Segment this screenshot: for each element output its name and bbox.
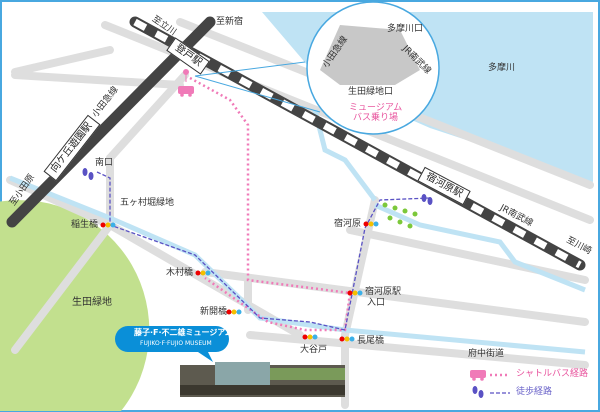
south-exit-label: 南口: [95, 158, 114, 168]
legend-walk-label: 徒歩経路: [516, 387, 553, 397]
legend-bus-icon: [470, 370, 486, 381]
park-trees: [382, 202, 418, 229]
gokamura-park-label: 五ヶ村堀緑地: [120, 198, 175, 208]
inou-bridge-label: 稲生橋: [71, 220, 99, 230]
museum-bus-stop-icon: [183, 69, 189, 82]
ikuta-park-label: 生田緑地: [72, 297, 112, 308]
legend-shuttle-label: シャトルバス経路: [516, 369, 589, 379]
inset-ikuta-exit-label: 生田緑地口: [348, 87, 394, 97]
streams: [9, 109, 586, 355]
shukugawara-label: 宿河原: [334, 219, 362, 229]
footprints-icon: [82, 168, 433, 205]
museum-building: [180, 362, 345, 397]
fuchu-kaido-label: 府中街道: [468, 349, 505, 359]
inset-circle: [194, 1, 440, 135]
ikuta-park-area: [0, 200, 150, 411]
inset-bus-stop-label-2: バス乗り場: [353, 113, 399, 123]
museum-logo-sub: FUJIKO·F·FUJIO MUSEUM: [140, 340, 212, 347]
legend-footprints-icon: [472, 386, 484, 398]
walking-route: [96, 171, 431, 331]
shinkai-bridge-label: 新開橋: [200, 307, 228, 317]
shuttle-bus-route: [189, 76, 352, 332]
inset-bus-stop-label-1: ミュージアム: [349, 103, 403, 113]
bus-icon: [178, 86, 194, 97]
nagao-bridge-label: 長尾橋: [357, 336, 385, 346]
to-shinjuku-label: 至新宿: [216, 17, 244, 27]
museum-logo-bubble: [115, 326, 229, 362]
shukugawara-entrance-label-1: 宿河原駅: [365, 287, 402, 297]
inset-tamagawa-exit-label: 多摩川口: [387, 24, 424, 34]
bus-stop-dots: [100, 221, 379, 342]
museum-logo: 藤子·F·不二雄ミュージアム: [134, 328, 233, 337]
shukugawara-entrance-label-2: 入口: [367, 298, 386, 308]
oyato-label: 大谷戸: [300, 345, 328, 355]
jr-nambu-line-track: [129, 16, 586, 271]
kimura-bridge-label: 木村橋: [166, 268, 194, 278]
tama-river-label: 多摩川: [488, 63, 516, 73]
